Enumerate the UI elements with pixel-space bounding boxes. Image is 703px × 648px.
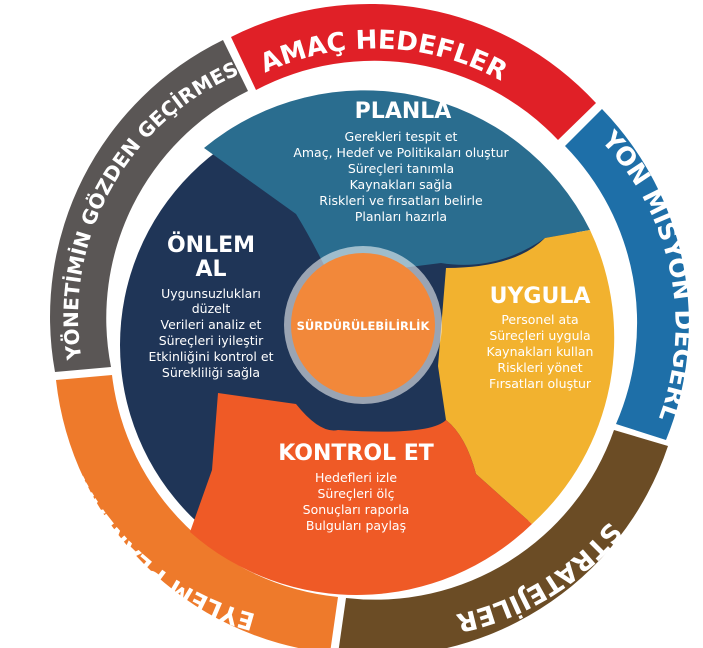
uygula-line: Fırsatları oluştur [489, 376, 592, 391]
onlem-line: Verileri analiz et [161, 317, 262, 332]
onlem-title-line: ÖNLEM [167, 232, 255, 258]
planla-line: Süreçleri tanımla [348, 161, 454, 176]
ring-segment-yonetim-gozden [50, 40, 248, 372]
uygula-line: Riskleri yönet [497, 360, 582, 375]
planla-line: Riskleri ve fırsatları belirle [319, 193, 483, 208]
planla-line: Gerekleri tespit et [345, 129, 458, 144]
uygula-title: UYGULA [490, 284, 591, 309]
center-label: SÜRDÜRÜLEBİLİRLİK [297, 318, 431, 333]
segment-uygula [438, 230, 615, 524]
ring-segment-amac-hedefler [231, 3, 596, 140]
ring-segment-stratejiler [338, 430, 668, 648]
kontrol-line: Bulguları paylaş [306, 518, 406, 533]
onlem-line: düzelt [192, 301, 231, 316]
segment-kontrol [190, 393, 532, 595]
uygula-line: Süreçleri uygula [489, 328, 590, 343]
kontrol-line: Süreçleri ölç [317, 486, 394, 501]
segment-planla [204, 90, 590, 277]
onlem-title-line: AL [195, 257, 226, 282]
ring-segment-eylem-planlari [56, 375, 338, 648]
onlem-line: Sürekliliği sağla [162, 365, 260, 380]
kontrol-line: Sonuçları raporla [303, 502, 410, 517]
planla-line: Planları hazırla [355, 209, 447, 224]
onlem-line: Uygunsuzlukları [161, 286, 261, 301]
uygula-line: Kaynakları kullan [487, 344, 594, 359]
onlem-line: Süreçleri iyileştir [159, 333, 264, 348]
ring-segment-vizyon-misyon [565, 109, 689, 440]
uygula-line: Personel ata [501, 312, 578, 327]
planla-line: Kaynakları sağla [350, 177, 453, 192]
planla-title: PLANLA [355, 99, 452, 124]
onlem-line: Etkinliğini kontrol et [149, 349, 274, 364]
planla-line: Amaç, Hedef ve Politikaları oluştur [293, 145, 509, 160]
kontrol-title: KONTROL ET [278, 441, 434, 466]
kontrol-line: Hedefleri izle [315, 470, 397, 485]
center-circle [291, 253, 435, 397]
